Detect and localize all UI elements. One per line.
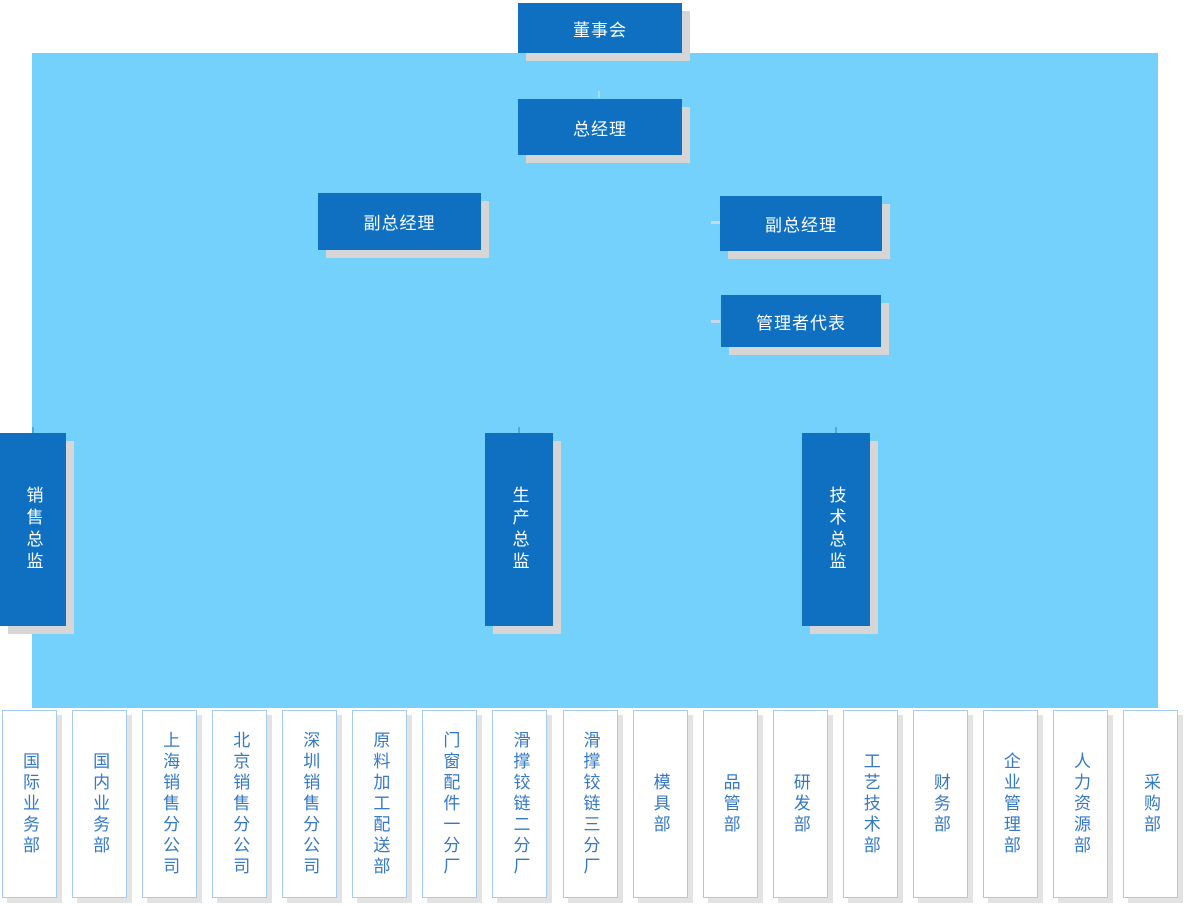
node-label: 董事会 bbox=[573, 20, 627, 40]
department-box: 企业管理部 bbox=[982, 710, 1038, 898]
department-box: 上海销售分公司 bbox=[142, 710, 198, 898]
department-box: 采购部 bbox=[1123, 710, 1178, 898]
department-label: 研发部 bbox=[790, 772, 810, 836]
node-label: 副总经理 bbox=[765, 216, 837, 235]
department-box: 模具部 bbox=[632, 710, 688, 898]
department-box: 深圳销售分公司 bbox=[282, 710, 338, 898]
department-label: 原料加工配送部 bbox=[370, 730, 390, 878]
department-label: 国际业务部 bbox=[20, 751, 39, 857]
department-label: 人力资源部 bbox=[1070, 751, 1090, 857]
department-box: 原料加工配送部 bbox=[352, 710, 408, 898]
department-label: 模具部 bbox=[650, 772, 670, 836]
node-production-director: 生产总监 bbox=[485, 433, 553, 626]
connector-stub bbox=[598, 53, 600, 60]
department-box: 人力资源部 bbox=[1052, 710, 1108, 898]
connector-stub bbox=[835, 427, 837, 434]
node-label: 总经理 bbox=[573, 119, 627, 139]
department-box: 研发部 bbox=[772, 710, 828, 898]
connector-stub bbox=[711, 221, 720, 224]
connector-stub bbox=[711, 320, 720, 323]
node-sales-director: 销售总监 bbox=[0, 433, 66, 626]
department-box: 国内业务部 bbox=[72, 710, 128, 898]
department-label: 品管部 bbox=[720, 772, 740, 836]
department-label: 滑撑铰链三分厂 bbox=[580, 730, 600, 878]
node-label: 技术总监 bbox=[826, 485, 846, 574]
department-label: 国内业务部 bbox=[90, 751, 110, 857]
department-box: 滑撑铰链二分厂 bbox=[492, 710, 548, 898]
department-label: 工艺技术部 bbox=[860, 751, 880, 857]
connector-stub bbox=[598, 91, 600, 98]
chart-background-panel bbox=[32, 53, 1158, 708]
department-label: 采购部 bbox=[1141, 772, 1160, 836]
connector-stub bbox=[32, 427, 34, 434]
department-label: 深圳销售分公司 bbox=[300, 730, 320, 878]
node-label: 销售总监 bbox=[23, 485, 43, 574]
department-row: 国际业务部 国内业务部 上海销售分公司 北京销售分公司 深圳销售分公司 原料加工… bbox=[2, 710, 1178, 898]
node-label: 管理者代表 bbox=[756, 313, 846, 333]
department-box: 门窗配件一分厂 bbox=[422, 710, 478, 898]
connector-stub bbox=[32, 626, 34, 633]
node-technology-director: 技术总监 bbox=[802, 433, 870, 626]
node-label: 生产总监 bbox=[509, 485, 529, 574]
department-box: 财务部 bbox=[912, 710, 968, 898]
department-label: 企业管理部 bbox=[1000, 751, 1020, 857]
department-box: 北京销售分公司 bbox=[212, 710, 268, 898]
node-deputy-general-manager-right: 副总经理 bbox=[720, 196, 882, 251]
connector-stub bbox=[518, 626, 520, 633]
department-label: 北京销售分公司 bbox=[230, 730, 250, 878]
node-board-of-directors: 董事会 bbox=[518, 3, 682, 53]
connector-stub bbox=[518, 427, 520, 434]
connector-stub bbox=[598, 155, 600, 162]
department-label: 财务部 bbox=[930, 772, 950, 836]
department-box: 滑撑铰链三分厂 bbox=[562, 710, 618, 898]
department-label: 上海销售分公司 bbox=[160, 730, 180, 878]
department-box: 工艺技术部 bbox=[842, 710, 898, 898]
department-label: 滑撑铰链二分厂 bbox=[510, 730, 530, 878]
node-general-manager: 总经理 bbox=[518, 99, 682, 155]
node-deputy-general-manager-left: 副总经理 bbox=[318, 193, 481, 250]
department-box: 品管部 bbox=[702, 710, 758, 898]
node-label: 副总经理 bbox=[363, 214, 436, 233]
node-management-representative: 管理者代表 bbox=[721, 295, 881, 347]
department-label: 门窗配件一分厂 bbox=[440, 730, 460, 878]
department-box: 国际业务部 bbox=[2, 710, 57, 898]
connector-stub bbox=[835, 626, 837, 633]
